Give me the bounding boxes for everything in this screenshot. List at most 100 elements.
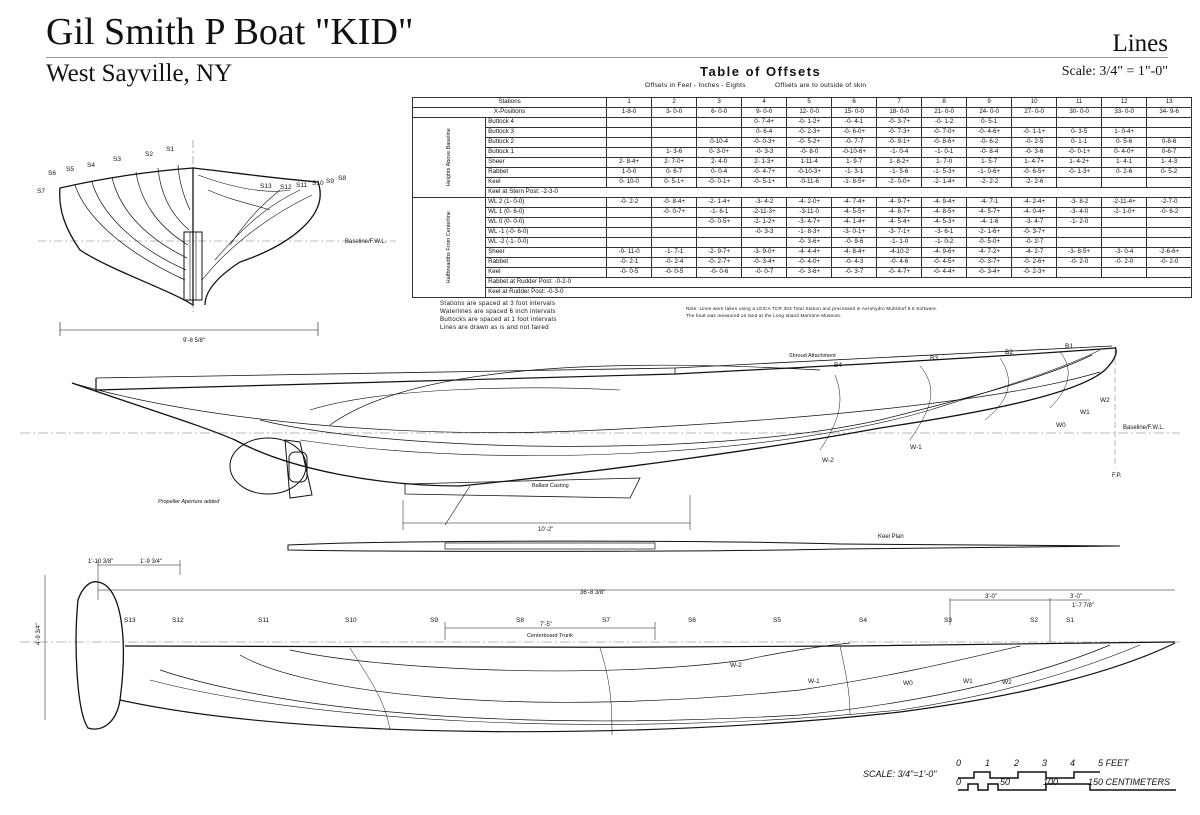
scale-feet-label: 3 [1042,758,1048,768]
body-station-label: S5 [66,166,74,173]
waterline-label: W0 [1056,422,1066,429]
scale-cm-label: 0 [956,777,962,787]
waterline-label: W1 [963,678,973,685]
dimension-label: 3'-0" [985,594,997,600]
shroud-label: Shroud Attachment [789,353,836,359]
keel-plan-view [287,540,1121,552]
hb-station-label: S2 [1030,617,1038,624]
aperture-label: Propeller Aperture added [158,499,220,505]
sheet-name: Lines [1112,30,1168,57]
scale-feet-label: 4 [1070,758,1076,768]
keel-plan-label: Keel Plan [878,534,904,540]
note-line: Buttocks are spaced at 1 foot intervals [440,316,557,323]
hb-station-label: S4 [859,617,867,624]
fp-label: F.P. [1112,473,1122,479]
body-station-label: S1 [166,146,174,153]
row-group-label: Halfbreadths From Centerline [411,197,487,298]
body-station-label: S6 [48,170,56,177]
body-station-label: S7 [37,188,45,195]
table-units-note: Offsets in Feet - Inches - Eights [645,82,746,89]
baseline-label: Baseline/F.W.L. [1123,425,1165,431]
drawing-subtitle: West Sayville, NY [46,60,233,87]
body-station-label: S8 [338,175,346,182]
beam-dimension: 9'-8 5/8" [183,338,205,344]
table-title: Table of Offsets [700,64,822,79]
baseline-label: Baseline/F.W.L. [345,239,387,245]
body-station-label: S9 [326,178,334,185]
table-note: Keel at Rudder Post: -0-3-0 [485,287,1193,298]
buttock-label: B1 [1065,343,1073,350]
buttock-label: B2 [1005,349,1013,356]
scale-feet-label: 1 [985,758,991,768]
table-row: Keel-0- 0-5-0- 0-5-0- 0-6-0- 0-7-0- 3-6+… [413,267,1193,278]
centerboard-trunk-label: Centerboard Trunk [527,633,573,639]
body-station-label: S13 [260,183,272,190]
note-line: Waterlines are spaced 6 inch intervals [440,308,556,315]
body-station-label: S10 [312,180,324,187]
hb-station-label: S6 [688,617,696,624]
waterline-label: W-1 [808,678,820,685]
table-row: WL -2 (-1- 0-0)-0- 3-6+-0- 9-6-1- 1-0-1-… [413,237,1193,248]
table-row: WL -1 (-0- 6-0)-0- 3-3-1- 8-3+-3- 0-1+-3… [413,227,1193,238]
table-note-row: Keel at Rudder Post: -0-3-0 [413,287,1193,298]
dimension-label: 1'-7 7/8" [1072,603,1094,609]
hb-station-label: S3 [944,617,952,624]
waterline-label: W1 [1080,409,1090,416]
hb-station-label: S8 [516,617,524,624]
body-station-label: S2 [145,151,153,158]
body-station-label: S11 [296,182,307,189]
waterline-label: W-2 [822,457,834,464]
note-line: Note: Lines were taken using a LEICA TCR… [686,306,938,311]
scale-cm-label: 50 [1000,777,1011,787]
body-station-label: S3 [113,156,121,163]
scale-feet-label: 5 FEET [1098,758,1129,768]
waterline-label: W-1 [910,444,922,451]
title-rule [46,57,1168,58]
body-station-label: S12 [280,184,292,191]
buttock-label: B3 [930,355,938,362]
note-line: The boat was measured on land at the Lon… [686,313,842,318]
dimension-label: 3'-0" [1070,594,1082,600]
hb-station-label: S7 [602,617,610,624]
scale-bar-label: SCALE: 3/4"=1'-0" [863,769,937,779]
drawing-title: Gil Smith P Boat "KID" [46,11,414,53]
table-skin-note: Offsets are to outside of skin [775,82,867,89]
scale-cm-label: 100 [1043,777,1059,787]
hb-station-label: S1 [1066,617,1074,624]
half-breadth-view [20,560,1180,736]
scale-feet-label: 2 [1014,758,1020,768]
ballast-label: Ballast Casting [532,483,569,489]
hb-station-label: S5 [773,617,781,624]
profile-view [20,345,1180,530]
station-notes: Stations are spaced at 3 foot intervals … [440,300,557,332]
hb-station-label: S11 [258,617,269,624]
hb-station-label: S13 [124,617,136,624]
scale-bar [958,771,1176,791]
transom-dimension: 4'-9 3/4" [36,623,42,645]
scale-note: Scale: 3/4" = 1"-0" [1061,64,1168,79]
dimension-label: 7'-5" [540,622,552,628]
waterline-label: W2 [1002,679,1012,686]
overall-length-dimension: 36'-8 3/8" [580,590,605,596]
keel-length-dimension: 10'-2" [538,527,553,533]
note-line: Stations are spaced at 3 foot intervals [440,300,556,307]
body-station-label: S4 [87,162,95,169]
hb-station-label: S9 [430,617,438,624]
scale-feet-label: 0 [956,758,962,768]
waterline-label: W-2 [730,662,742,669]
dimension-label: 1'-10 3/8" [88,559,113,565]
waterline-label: W2 [1100,397,1110,404]
measurement-notes: Note: Lines were taken using a LEICA TCR… [686,305,937,319]
dimension-label: 1'-9 3/4" [140,559,162,565]
body-plan [38,140,396,336]
waterline-label: W0 [903,680,913,687]
hb-station-label: S10 [345,617,357,624]
hb-station-label: S12 [172,617,184,624]
buttock-label: B4 [834,362,842,369]
